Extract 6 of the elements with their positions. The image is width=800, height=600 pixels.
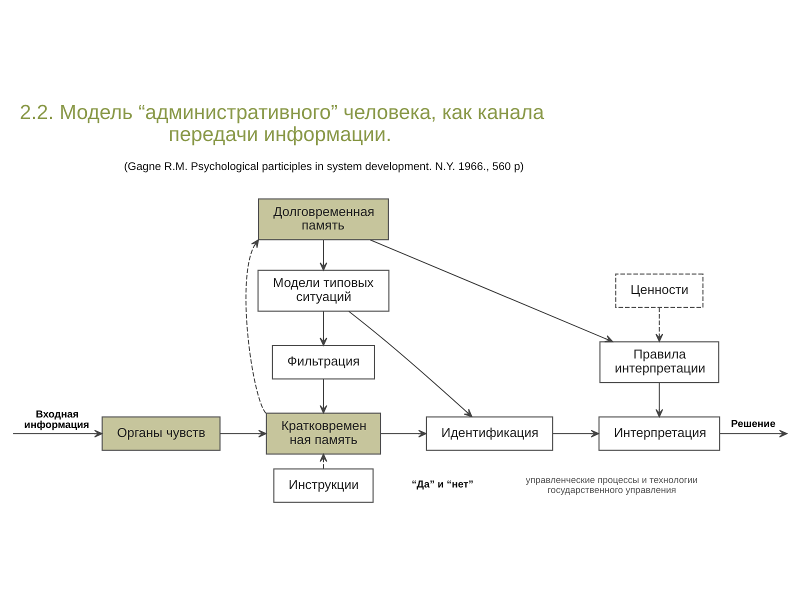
label: (Gagne R.M. Psychological participles in system development. N.Y. 1966., 560 p) xyxy=(124,160,524,173)
edge-label: Входная информация xyxy=(24,409,90,430)
label: управленческие процессы и технологии государственного управления xyxy=(526,474,698,495)
label: “Да” и “нет” xyxy=(412,478,474,490)
diagram-title: 2.2. Модель “административного” человека, как канала передачи информации. xyxy=(20,101,544,146)
edge-label: Решение xyxy=(731,418,776,430)
